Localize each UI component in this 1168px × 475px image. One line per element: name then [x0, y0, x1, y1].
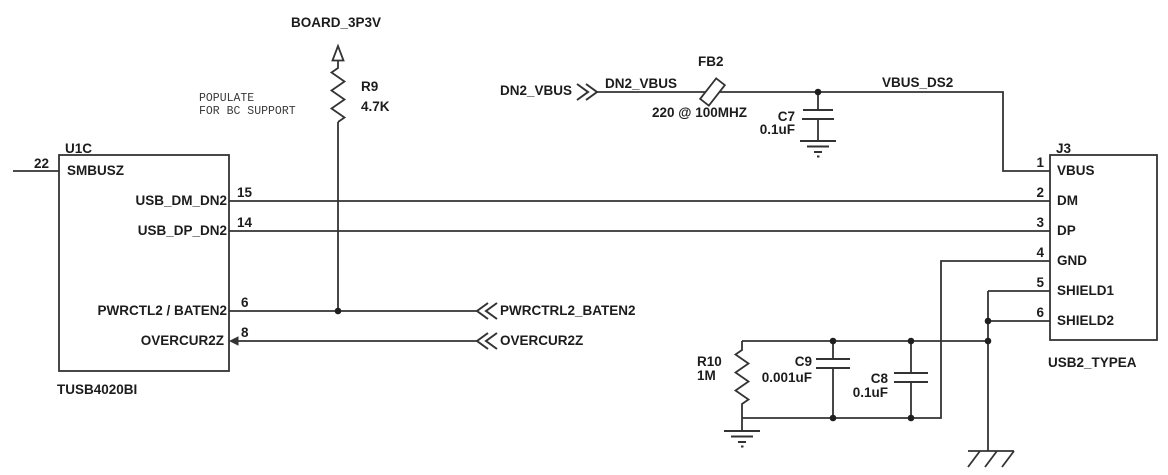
dn2-vbus-port-chevron-icon: [576, 83, 599, 101]
r9-value: 4.7K: [361, 99, 390, 114]
j3-pin6-number: 6: [1036, 305, 1044, 320]
u1c-pin-pwrctl2: PWRCTL2 / BATEN2: [97, 303, 227, 318]
c8-refdes: C8: [870, 371, 888, 386]
pwrctrl2-port-chevron-icon: [475, 302, 498, 320]
c8-value: 0.1uF: [852, 385, 888, 400]
j3-pin-shield2: SHIELD2: [1057, 313, 1115, 328]
j3-pin-vbus: VBUS: [1057, 163, 1095, 178]
r10-refdes: R10: [697, 354, 722, 369]
r9-resistor-icon: [329, 66, 347, 123]
c7-ground-icon: [800, 140, 836, 158]
c9-refdes: C9: [794, 354, 812, 369]
j3-pin4-number: 4: [1036, 245, 1044, 260]
u1c-pin-usb-dm: USB_DM_DN2: [135, 193, 227, 208]
c7-capacitor-icon: [802, 109, 834, 120]
pwrctrl2-baten2-port-label: PWRCTRL2_BATEN2: [500, 303, 636, 318]
u1c-pin15-number: 15: [237, 185, 253, 200]
wire-vbus-ds2: [597, 91, 1050, 172]
j3-pin5-number: 5: [1036, 275, 1044, 290]
u1c-pin6-number: 6: [241, 295, 249, 310]
u1c-pin22-number: 22: [33, 156, 49, 171]
j3-pin-gnd: GND: [1057, 253, 1087, 268]
c7-refdes: C7: [777, 109, 795, 124]
c9-value: 0.001uF: [761, 370, 812, 385]
j3-pin2-number: 2: [1036, 185, 1044, 200]
dn2-vbus-net-label: DN2_VBUS: [605, 76, 678, 91]
overcur2z-pin-arrow-icon: [229, 336, 239, 346]
u1c-pin-smbusz: SMBUSZ: [67, 163, 124, 178]
u1c-part-number: TUSB4020BI: [57, 382, 138, 397]
j3-pin3-number: 3: [1036, 215, 1044, 230]
c8-capacitor-icon: [894, 372, 928, 383]
r10-value: 1M: [697, 368, 716, 383]
u1c-body: [58, 154, 230, 372]
j3-body: [1049, 154, 1158, 341]
u1c-pin14-number: 14: [237, 215, 253, 230]
wire-gnd-rail: [742, 260, 1050, 419]
junction-dots: [334, 88, 992, 422]
fb2-ferrite-bead-icon: [698, 77, 727, 107]
j3-pin-dp: DP: [1057, 223, 1076, 238]
j3-refdes: J3: [1056, 141, 1072, 156]
c9-capacitor-icon: [816, 358, 850, 369]
chassis-ground-icon: [967, 450, 1015, 468]
fb2-refdes: FB2: [698, 54, 724, 69]
vbus-ds2-net-label: VBUS_DS2: [882, 75, 954, 90]
c7-value: 0.1uF: [759, 122, 795, 137]
j3-pin1-number: 1: [1036, 155, 1044, 170]
r9-refdes: R9: [361, 79, 379, 94]
dn2-vbus-port-label: DN2_VBUS: [499, 83, 572, 98]
power-net-label: BOARD_3P3V: [291, 15, 382, 30]
overcur2z-port-chevron-icon: [475, 332, 498, 350]
j3-pin-dm: DM: [1057, 193, 1078, 208]
r10-ground-icon: [724, 430, 760, 448]
u1c-pin8-number: 8: [241, 325, 249, 340]
u1c-pin-usb-dp: USB_DP_DN2: [137, 223, 227, 238]
note-line1: POPULATE: [199, 92, 255, 105]
overcur2z-port-label: OVERCUR2Z: [500, 333, 584, 348]
j3-pin-shield1: SHIELD1: [1057, 283, 1115, 298]
u1c-pin-overcur2z: OVERCUR2Z: [140, 333, 224, 348]
fb2-value: 220 @ 100MHZ: [652, 105, 747, 120]
u1c-refdes: U1C: [65, 141, 93, 156]
note-line2: FOR BC SUPPORT: [199, 105, 296, 118]
j3-part-number: USB2_TYPEA: [1048, 355, 1137, 370]
r10-resistor-icon: [733, 341, 751, 418]
power-arrow-icon: [331, 43, 345, 62]
